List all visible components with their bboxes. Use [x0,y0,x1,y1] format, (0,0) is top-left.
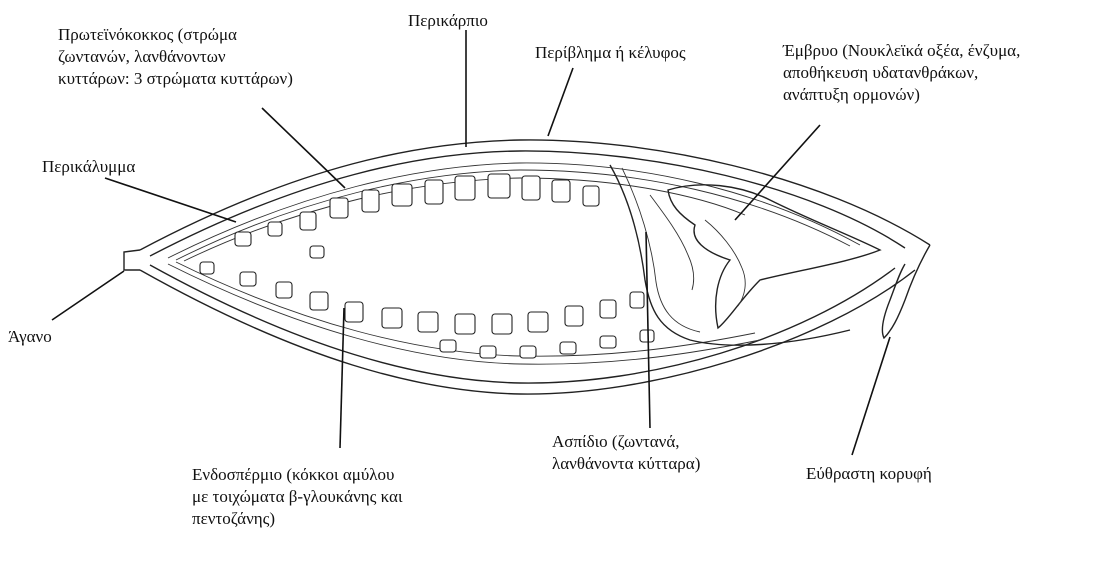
label-scutellum: Ασπίδιο (ζωντανά, λανθάνοντα κύτταρα) [552,431,700,475]
embryo-shape [650,185,880,328]
label-hull: Περίβλημα ή κέλυφος [535,42,686,64]
endosperm-cells [200,174,654,358]
label-pericarp: Περικάρπιο [408,10,488,32]
awn-stub [124,250,140,270]
label-awn: Άγανο [8,326,52,348]
label-endosperm: Ενδοσπέρμιο (κόκκοι αμύλου με τοιχώματα … [192,464,403,530]
leader-aleurone [262,108,345,188]
label-embryo: Έμβρυο (Νουκλεϊκά οξέα, ένζυμα, αποθήκευ… [783,40,1020,106]
leader-embryo [735,125,820,220]
testa-layers [168,163,860,364]
label-testa: Περικάλυμμα [42,156,135,178]
leader-endosperm [340,308,344,448]
leader-brittle-tip [852,337,890,455]
leader-hull [548,68,573,136]
leader-awn [52,271,124,320]
label-brittle-tip: Εύθραστη κορυφή [806,463,932,485]
leader-testa [105,178,236,222]
label-aleurone: Πρωτεϊνόκοκκος (στρώμα ζωντανών, λανθάνο… [58,24,293,90]
brittle-tip-shape [882,245,930,338]
